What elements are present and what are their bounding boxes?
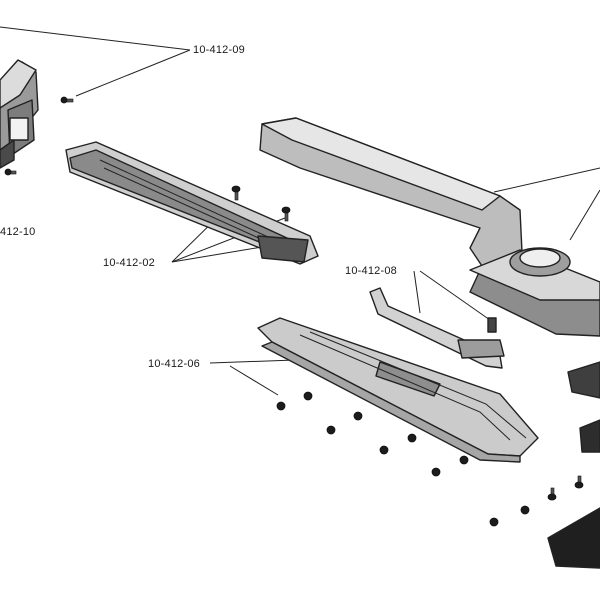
screw <box>303 391 313 401</box>
label-part-10-412-06: 10-412-06 <box>148 358 200 370</box>
screw <box>459 455 469 465</box>
screw <box>547 487 557 501</box>
leader-lines <box>0 26 600 396</box>
screw <box>431 467 441 477</box>
screw <box>60 96 74 104</box>
screw <box>574 475 584 489</box>
part-housing-block <box>0 59 39 169</box>
screw <box>379 445 389 455</box>
screw <box>231 185 241 201</box>
label-part-412-10: 412-10 <box>0 226 36 238</box>
screw <box>520 505 530 515</box>
screw <box>353 411 363 421</box>
label-part-10-412-08: 10-412-08 <box>345 265 397 277</box>
screw <box>489 517 499 527</box>
part-base-plate <box>257 317 539 463</box>
label-part-10-412-02: 10-412-02 <box>103 257 155 269</box>
screw <box>4 168 17 176</box>
part-bracket <box>369 287 505 369</box>
part-rail <box>65 141 319 265</box>
label-part-10-412-09: 10-412-09 <box>193 44 245 56</box>
screws <box>4 96 584 527</box>
part-handle <box>259 117 600 337</box>
screw <box>281 206 291 222</box>
screw <box>326 425 336 435</box>
screw <box>407 433 417 443</box>
part-right-components <box>547 361 600 569</box>
screw <box>276 401 286 411</box>
